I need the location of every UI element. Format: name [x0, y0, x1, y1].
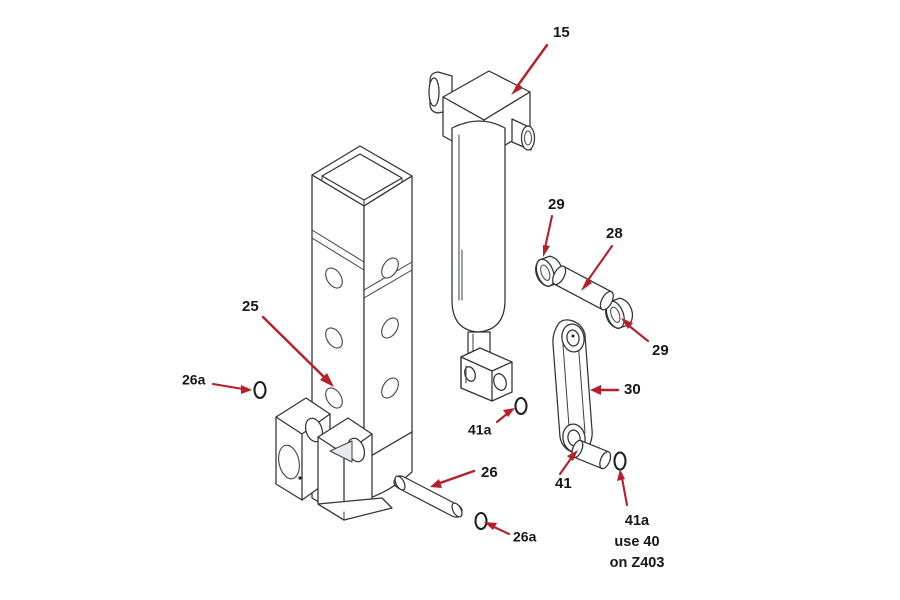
leader-41a-left: [495, 408, 515, 424]
cylinder-rod-clevis: [460, 347, 513, 402]
callout-41a-left: 41a: [468, 422, 492, 438]
ring-41a-clevis: [514, 396, 528, 416]
callout-41: 41: [555, 475, 572, 492]
callout-28: 28: [606, 225, 623, 242]
leader-29-right: [621, 318, 650, 343]
leader-41: [558, 450, 578, 476]
callout-29-top: 29: [548, 196, 565, 213]
note-line-1: 41a: [625, 513, 650, 529]
callout-25: 25: [242, 298, 259, 315]
leader-26a-bottom: [484, 522, 511, 536]
callout-labels: 15 29 28 29 25 26a 30 41a 26 41 26a: [182, 24, 669, 545]
callout-26a-left: 26a: [182, 372, 206, 388]
note-41a-block: 41a use 40 on Z403: [610, 513, 665, 571]
callout-29-right: 29: [652, 342, 669, 359]
leader-25: [261, 315, 334, 387]
part-30-connecting-link: [552, 319, 593, 453]
leader-29-top: [543, 214, 554, 257]
base-bracket-assembly: [275, 397, 393, 521]
part-26-cross-pin: [393, 475, 463, 518]
ring-41a-right: [613, 451, 627, 471]
hydraulic-cylinder-body: [451, 120, 506, 361]
callout-26a-bottom: 26a: [513, 529, 537, 545]
leader-15: [511, 43, 549, 95]
part-29-bushings: [535, 255, 634, 330]
note-line-2: use 40: [614, 534, 659, 550]
callout-leaders: [211, 43, 650, 536]
leader-26: [430, 469, 476, 488]
retaining-rings: [253, 380, 528, 531]
leader-30: [590, 385, 620, 395]
leader-28: [581, 244, 614, 291]
callout-30: 30: [624, 381, 641, 398]
note-line-3: on Z403: [610, 555, 665, 571]
leader-41a-note: [617, 469, 629, 507]
callout-15: 15: [553, 24, 570, 41]
leader-26a-left: [211, 382, 252, 394]
callout-26: 26: [481, 464, 498, 481]
ring-26a-left: [253, 380, 267, 400]
ring-26a-bottom: [474, 511, 488, 531]
part-41-link-pin: [571, 439, 627, 471]
